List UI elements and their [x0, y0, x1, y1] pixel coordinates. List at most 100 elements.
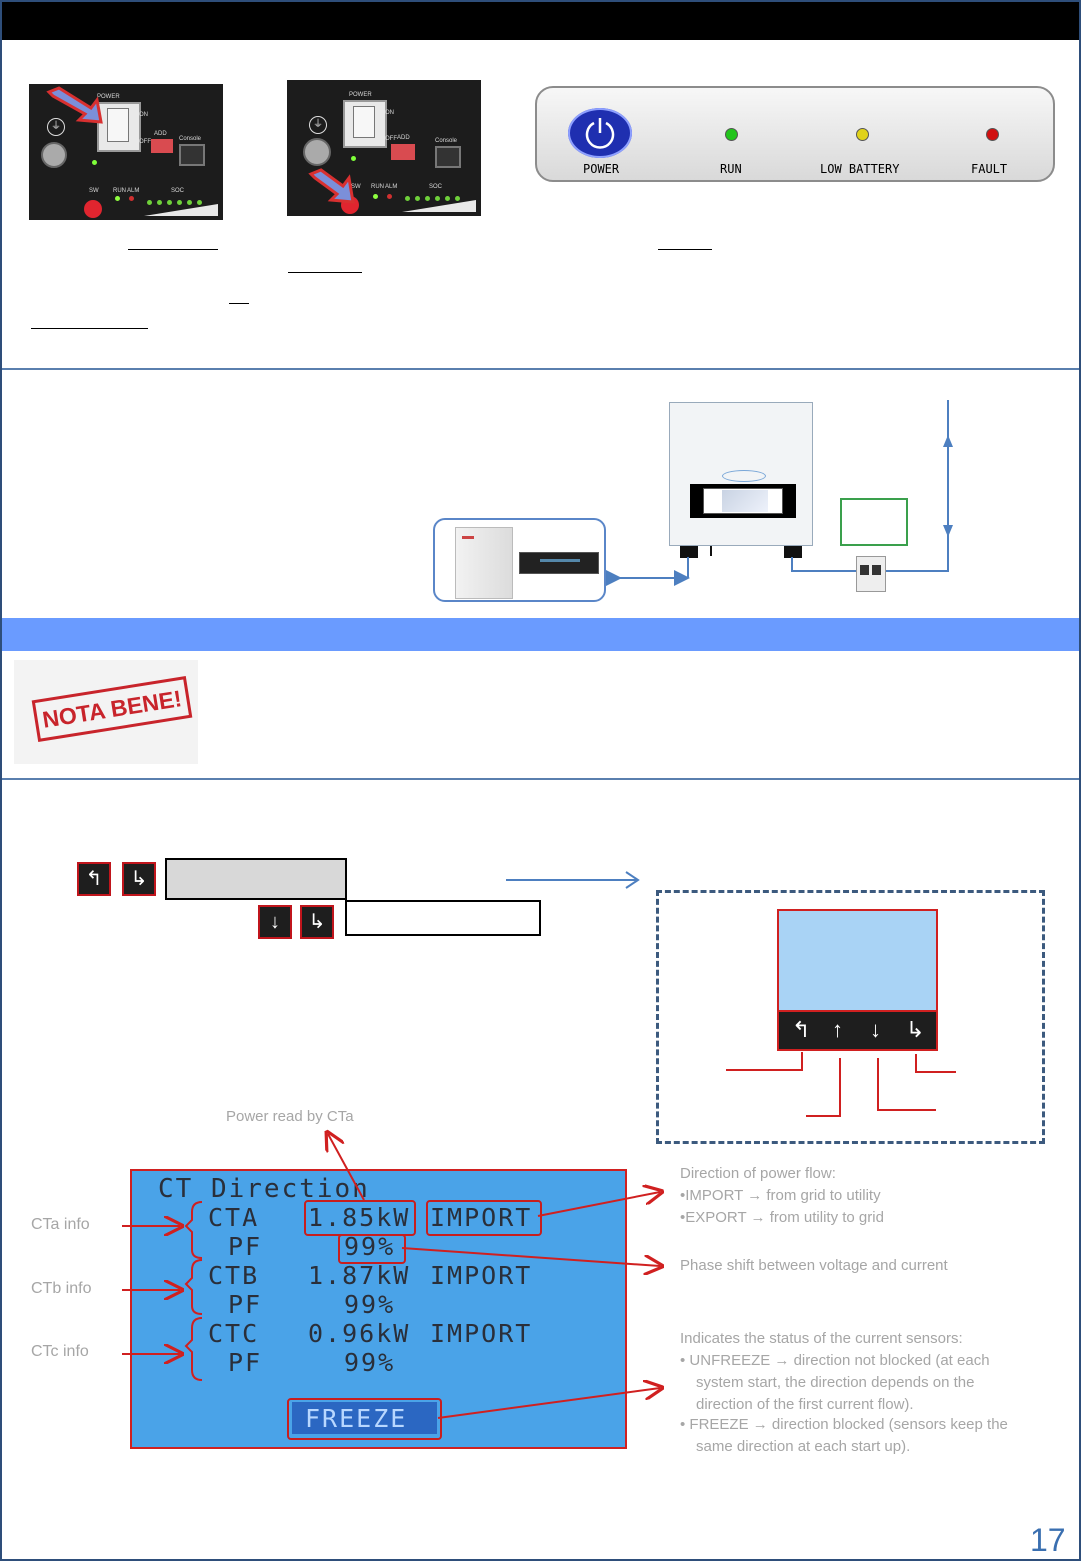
soc-led-1: [405, 196, 410, 201]
wiring-lines: [606, 400, 953, 586]
on-text: ON: [385, 110, 394, 116]
lcd-freeze: FREEZE: [305, 1404, 408, 1433]
ctc-info-label: CTc info: [31, 1343, 89, 1360]
enter-key-icon[interactable]: ↳: [300, 905, 334, 939]
lcd-cta-direction: IMPORT: [430, 1203, 533, 1232]
alm-led: [129, 196, 134, 201]
status-low-battery-label: LOW BATTERY: [820, 162, 900, 176]
inverter-logo: [722, 470, 766, 482]
soc-led-4: [435, 196, 440, 201]
lcd-freeze-highlight: [292, 1402, 437, 1434]
cta-info-label: CTa info: [31, 1216, 90, 1233]
inverter-terminal-mid: [710, 546, 712, 556]
status-run-label: RUN: [720, 162, 742, 176]
direction-export: •EXPORT → from utility to grid: [680, 1209, 884, 1226]
lcd-cta-power: 1.85kW: [308, 1203, 411, 1232]
battery-switch-photo-1: POWER ON OFF ADD Console ⏚ SW RUN ALM SO…: [29, 84, 223, 220]
ground-icon: ⏚: [47, 118, 65, 136]
direction-import: •IMPORT → from grid to utility: [680, 1187, 881, 1204]
freeze-line-2: same direction at each start up).: [696, 1438, 911, 1455]
run-led: [373, 194, 378, 199]
off-text: OFF: [139, 139, 151, 145]
underline: [31, 328, 148, 329]
soc-led-6: [455, 196, 460, 201]
keypad-enter-icon[interactable]: ↳: [906, 1017, 925, 1042]
display-keypad: [777, 1012, 938, 1051]
freeze-line-1: • FREEZE → direction blocked (sensors ke…: [680, 1416, 1008, 1433]
power-button-icon[interactable]: [568, 108, 632, 158]
section-divider: [2, 368, 1079, 370]
unfreeze-line-3: direction of the first current flow).: [696, 1396, 914, 1413]
sw-button: [84, 200, 102, 218]
unfreeze-line-2: system start, the direction depends on t…: [696, 1374, 975, 1391]
status-power-label: POWER: [583, 162, 620, 176]
lcd-ctb-pf: 99%: [344, 1290, 396, 1319]
soc-led-4: [177, 200, 182, 205]
keypad-up-icon[interactable]: ↑: [832, 1017, 843, 1042]
inverter-status-panel: [535, 86, 1055, 182]
power-symbol-icon: [585, 118, 615, 149]
ground-knob: [303, 138, 331, 166]
status-fault-label: FAULT: [971, 162, 1008, 176]
page-number: 17: [1030, 1522, 1066, 1558]
soc-led-2: [157, 200, 162, 205]
keypad-escape-icon[interactable]: ↰: [792, 1017, 811, 1042]
soc-led-3: [425, 196, 430, 201]
inverter-display-screen: [722, 490, 768, 512]
lcd-ctc-pf: 99%: [344, 1348, 396, 1377]
underline: [658, 249, 712, 250]
battery-cabinet-stripe: [462, 536, 474, 539]
soc-led-1: [147, 200, 152, 205]
power-switch-inner: [107, 108, 129, 142]
battery-switch-photo-2: POWER ON OFF ADD Console ⏚ SW RUN ALM SO…: [287, 80, 481, 216]
keypad-callout-lines: [726, 1052, 956, 1117]
underline: [128, 249, 218, 250]
soc-text: SOC: [429, 184, 443, 190]
sw-text: SW: [351, 184, 361, 190]
add-text: ADD: [397, 135, 410, 141]
pointer-arrow: [506, 871, 640, 889]
ground-knob: [41, 142, 67, 168]
on-text: ON: [139, 112, 148, 118]
keypad-down-icon[interactable]: ↓: [870, 1017, 881, 1042]
console-port: [179, 144, 205, 166]
lcd-title: CT Direction: [158, 1174, 370, 1204]
sw-text: SW: [89, 188, 99, 194]
soc-wedge: [144, 204, 218, 216]
enter-key-icon[interactable]: ↳: [122, 862, 156, 896]
section-divider: [2, 778, 1079, 780]
soc-text: SOC: [171, 188, 185, 194]
breaker-lever: [860, 565, 869, 575]
soc-led-6: [197, 200, 202, 205]
dip-switch: [151, 139, 173, 153]
battery-cabinet: [455, 527, 513, 599]
dip-switch: [391, 144, 415, 160]
lcd-cta-name: CTA: [208, 1203, 260, 1232]
soc-led-3: [167, 200, 172, 205]
soc-wedge: [402, 200, 476, 212]
section-bar: [2, 618, 1079, 651]
breaker-lever: [872, 565, 881, 575]
escape-key-icon[interactable]: ↰: [77, 862, 111, 896]
phase-shift-text: Phase shift between voltage and current: [680, 1257, 948, 1274]
power-read-label: Power read by CTa: [226, 1108, 354, 1125]
off-text: OFF: [385, 136, 397, 142]
battery-module-leds: [540, 559, 580, 562]
ctb-info-label: CTb info: [31, 1280, 92, 1297]
add-text: ADD: [154, 131, 167, 137]
alm-led: [387, 194, 392, 199]
run-led-icon: [725, 128, 738, 141]
green-led: [92, 160, 97, 165]
highlight-cta-direction: [426, 1200, 542, 1236]
battery-module: [519, 552, 599, 574]
soc-led-5: [445, 196, 450, 201]
menu-path-box-2: [345, 900, 541, 936]
nota-bene-image: NOTA BENE!: [14, 660, 198, 764]
down-key-icon[interactable]: ↓: [258, 905, 292, 939]
display-panel-box: [656, 890, 1045, 1144]
power-switch-inner: [353, 106, 375, 138]
arrow-icon: [308, 168, 355, 204]
menu-path-box-1: [165, 858, 347, 900]
console-text: Console: [435, 138, 458, 144]
